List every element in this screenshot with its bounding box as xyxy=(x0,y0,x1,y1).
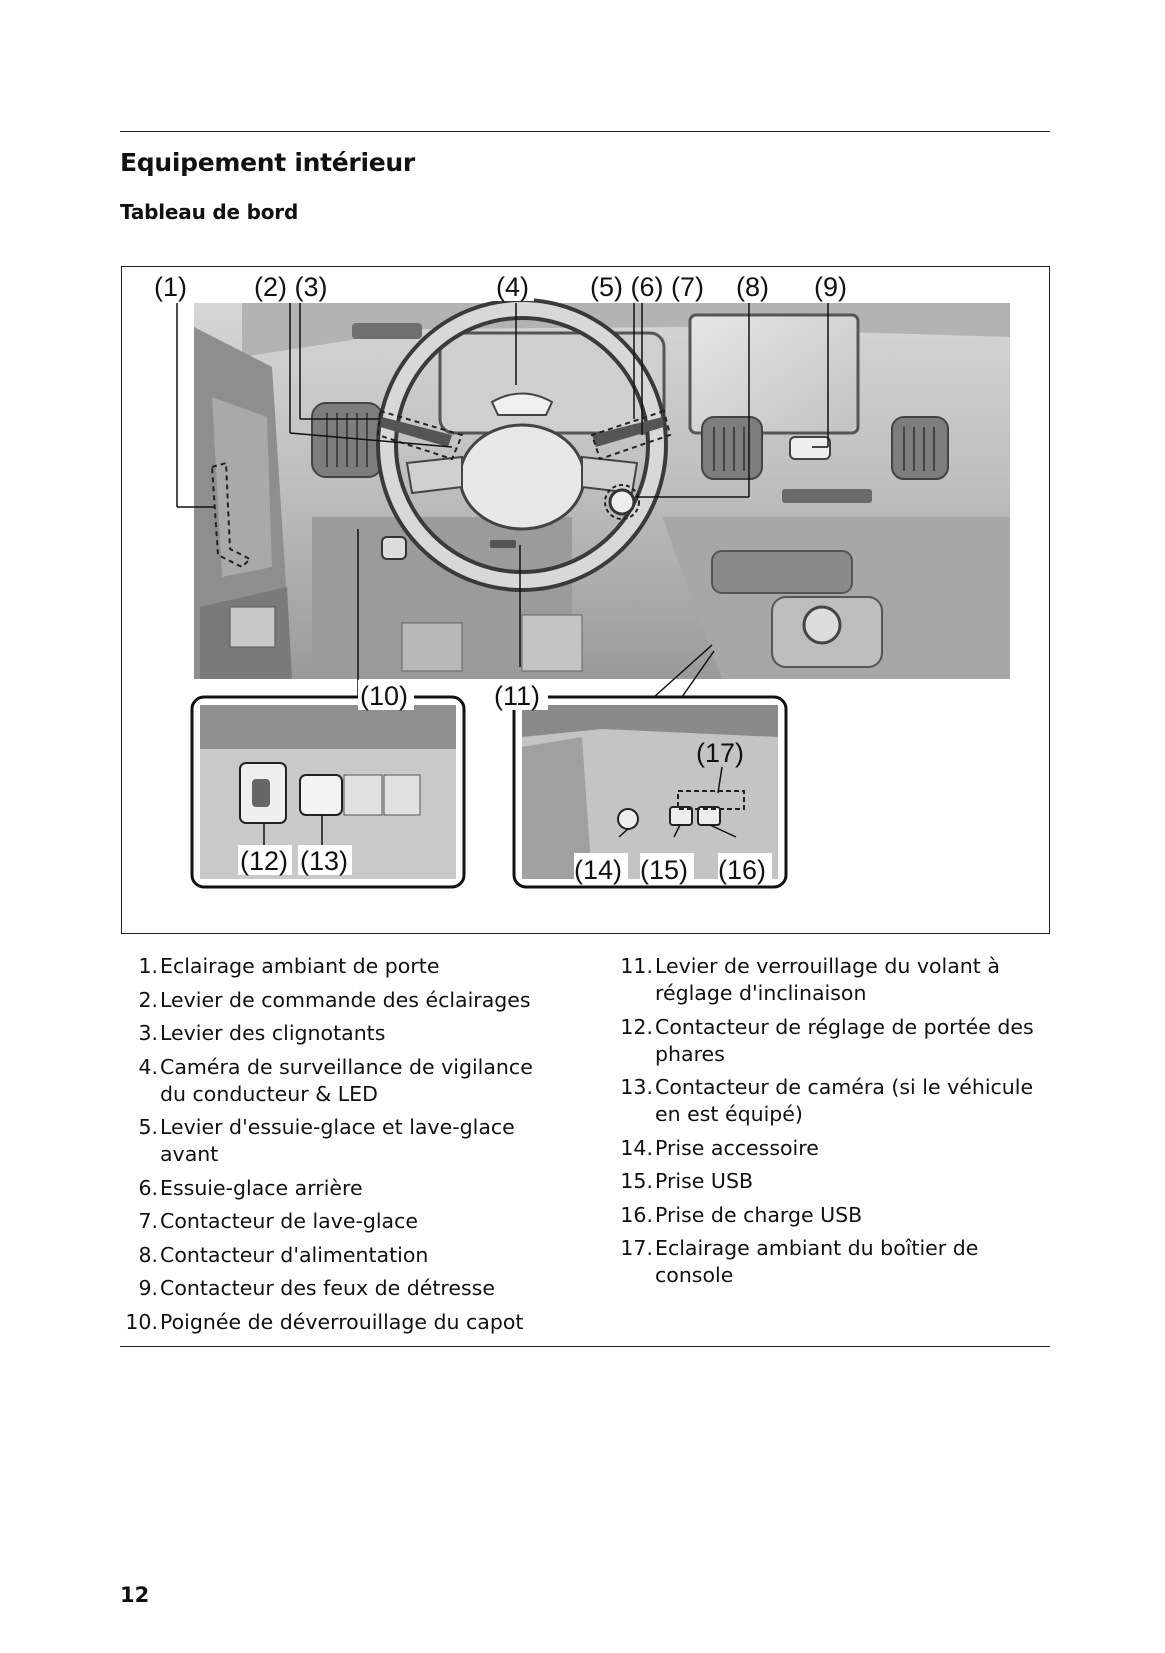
subsection-title: Tableau de bord xyxy=(120,200,299,224)
legend-number: 5. xyxy=(138,1115,158,1139)
legend-number: 2. xyxy=(138,987,158,1012)
legend-item: 5.Levier d'essuie-glace et lave-glace av… xyxy=(120,1114,560,1168)
legend-item: 14.Prise accessoire xyxy=(605,1135,1050,1162)
legend-text: Prise de charge USB xyxy=(655,1202,863,1227)
inset-right xyxy=(512,644,788,889)
legend-item: 6.Essuie-glace arrière xyxy=(120,1175,560,1202)
legend-number: 14. xyxy=(620,1135,653,1160)
callout-5-6-7: (5) (6) (7) xyxy=(590,272,704,302)
callout-leaders xyxy=(176,303,829,697)
legend-item: 16.Prise de charge USB xyxy=(605,1202,1050,1229)
legend-text: Poignée de déverrouillage du capot xyxy=(160,1309,524,1334)
legend-number: 6. xyxy=(138,1175,158,1200)
legend-text: Levier des clignotants xyxy=(160,1021,386,1045)
legend-text: Contacteur de caméra (si le véhicule en … xyxy=(655,1075,1034,1126)
legend-item: 11.Levier de verrouillage du volant à ré… xyxy=(605,953,1050,1007)
callout-12: (12) xyxy=(240,846,288,876)
callout-2-3: (2) (3) xyxy=(254,272,328,302)
legend-text: Contacteur d'alimentation xyxy=(160,1242,429,1267)
legend-text: Contacteur de lave-glace xyxy=(160,1209,419,1233)
legend-text: Contacteur des feux de détresse xyxy=(160,1276,495,1300)
callout-4: (4) xyxy=(496,272,529,302)
legend-item: 1.Eclairage ambiant de porte xyxy=(120,953,560,980)
legend-left: 1.Eclairage ambiant de porte 2.Levier de… xyxy=(120,953,560,1342)
legend-number: 15. xyxy=(620,1169,653,1193)
legend-number: 12. xyxy=(620,1014,653,1039)
callout-9: (9) xyxy=(814,272,847,302)
dashboard-illustration: (1) (2) (3) (4) (5) (6) (7) (8) (9) (10)… xyxy=(152,271,1010,889)
callout-11: (11) xyxy=(494,681,540,711)
legend-number: 16. xyxy=(620,1202,653,1227)
legend-number: 10. xyxy=(125,1309,158,1334)
cabin-photo xyxy=(194,298,1010,679)
legend-number: 9. xyxy=(138,1276,158,1300)
legend-number: 7. xyxy=(138,1209,158,1233)
callout-8: (8) xyxy=(736,272,769,302)
legend-number: 4. xyxy=(138,1054,158,1079)
legend-number: 1. xyxy=(138,954,158,978)
callout-13: (13) xyxy=(300,846,348,876)
legend-text: Levier d'essuie-glace et lave-glace avan… xyxy=(160,1115,515,1166)
section-title: Equipement intérieur xyxy=(120,148,415,177)
legend-text: Prise accessoire xyxy=(655,1135,819,1160)
legend-item: 4.Caméra de surveillance de vigilance du… xyxy=(120,1054,560,1108)
legend-text: Prise USB xyxy=(655,1169,754,1193)
legend-item: 7.Contacteur de lave-glace xyxy=(120,1208,560,1235)
legend-number: 11. xyxy=(620,954,653,978)
legend-number: 8. xyxy=(138,1242,158,1267)
legend-text: Contacteur de réglage de portée des phar… xyxy=(655,1014,1034,1066)
legend-item: 10.Poignée de déverrouillage du capot xyxy=(120,1309,560,1336)
callout-17: (17) xyxy=(696,738,744,768)
legend-text: Eclairage ambiant de porte xyxy=(160,954,440,978)
bottom-rule xyxy=(120,1346,1050,1347)
callout-15: (15) xyxy=(640,855,688,885)
legend-number: 3. xyxy=(138,1021,158,1045)
legend-text: Eclairage ambiant du boîtier de console xyxy=(655,1236,979,1287)
legend-text: Levier de verrouillage du volant à régla… xyxy=(655,954,1000,1005)
legend-number: 13. xyxy=(620,1075,653,1099)
dashboard-figure: (1) (2) (3) (4) (5) (6) (7) (8) (9) (10)… xyxy=(121,266,1050,934)
legend-text: Caméra de surveillance de vigilance du c… xyxy=(160,1054,533,1106)
legend-item: 12.Contacteur de réglage de portée des p… xyxy=(605,1014,1050,1068)
top-rule xyxy=(120,131,1050,132)
callout-labels: (1) (2) (3) (4) (5) (6) (7) (8) (9) (10)… xyxy=(152,271,852,885)
legend-text: Levier de commande des éclairages xyxy=(160,987,531,1012)
callout-1: (1) xyxy=(154,272,187,302)
legend-number: 17. xyxy=(620,1236,653,1260)
callout-10: (10) xyxy=(360,681,408,711)
legend-item: 2.Levier de commande des éclairages xyxy=(120,987,560,1014)
legend-item: 3.Levier des clignotants xyxy=(120,1020,560,1047)
legend-right: 11.Levier de verrouillage du volant à ré… xyxy=(605,953,1050,1296)
legend-item: 17.Eclairage ambiant du boîtier de conso… xyxy=(605,1235,1050,1289)
legend-item: 13.Contacteur de caméra (si le véhicule … xyxy=(605,1074,1050,1128)
callout-14: (14) xyxy=(574,855,622,885)
callout-16: (16) xyxy=(718,855,766,885)
legend-item: 9.Contacteur des feux de détresse xyxy=(120,1275,560,1302)
legend-item: 8.Contacteur d'alimentation xyxy=(120,1242,560,1269)
legend-text: Essuie-glace arrière xyxy=(160,1175,363,1200)
legend-item: 15.Prise USB xyxy=(605,1168,1050,1195)
page-number: 12 xyxy=(120,1583,150,1607)
